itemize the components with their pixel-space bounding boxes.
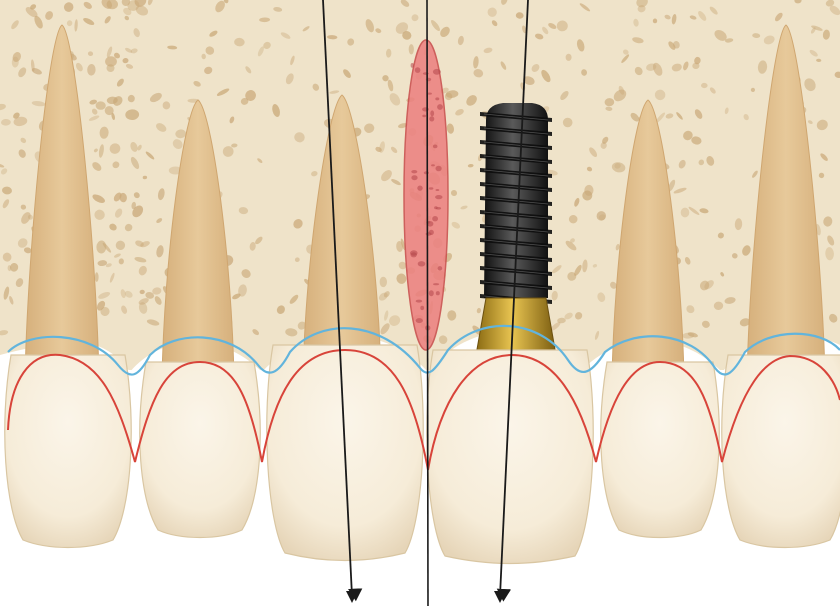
tooth-crown xyxy=(722,355,840,548)
bone-pore xyxy=(409,44,414,54)
graft-pore xyxy=(436,166,442,172)
graft-pore xyxy=(411,252,417,257)
graft-pore xyxy=(433,145,438,149)
graft-pore xyxy=(424,171,429,174)
graft-pore xyxy=(418,261,426,266)
graft-pore xyxy=(432,216,438,221)
graft-pore xyxy=(411,63,414,68)
tooth-crown xyxy=(140,362,260,538)
graft-pore xyxy=(426,232,432,235)
graft-zone-ellipse xyxy=(404,40,448,350)
graft-pore xyxy=(438,266,443,270)
graft-pore xyxy=(420,306,424,310)
graft-pore xyxy=(437,104,443,110)
graft-pore xyxy=(411,170,417,173)
tooth-crown xyxy=(5,355,131,548)
axis-line-center xyxy=(427,0,428,606)
graft-pore xyxy=(430,110,434,116)
bone-pore xyxy=(380,277,387,287)
graft-pore xyxy=(435,195,442,199)
graft-pore xyxy=(422,115,426,118)
graft-pore xyxy=(416,318,423,323)
graft-pore xyxy=(411,175,417,180)
bone-pore xyxy=(653,19,657,24)
tooth-crown xyxy=(601,362,719,538)
graft-pore xyxy=(429,187,434,189)
graft-pore xyxy=(436,189,440,191)
graft-pore xyxy=(436,291,440,295)
bone-pore xyxy=(95,272,99,282)
graft-pore xyxy=(429,290,434,296)
graft-pore xyxy=(429,116,434,121)
graft-pore xyxy=(415,67,421,73)
graft-pore xyxy=(417,186,422,191)
graft-pore xyxy=(433,69,441,75)
graft-pore xyxy=(416,300,422,303)
graft-pore xyxy=(436,207,441,210)
implant xyxy=(476,103,556,362)
graft-pore xyxy=(435,97,439,100)
graft-pore xyxy=(431,164,435,166)
graft-pore xyxy=(433,283,439,285)
